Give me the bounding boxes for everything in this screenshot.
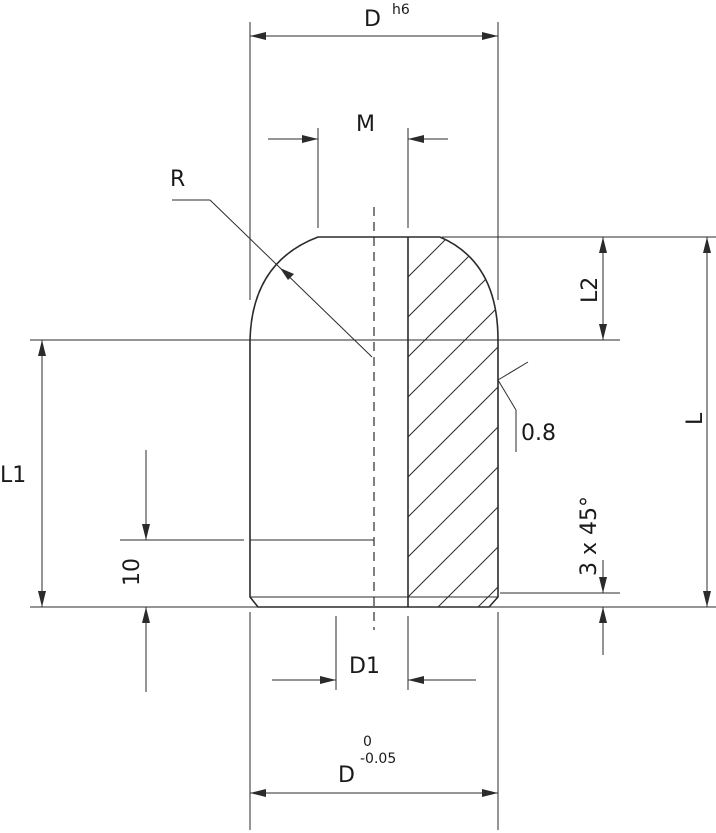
label-L1: L1	[0, 463, 26, 488]
label-D-top-tolerance: h6	[392, 2, 410, 18]
radius-leader	[172, 199, 373, 358]
section-hatching	[408, 237, 498, 607]
label-D1: D1	[349, 654, 380, 679]
label-D-top: D	[364, 7, 381, 32]
dimension-D1	[272, 676, 476, 684]
label-D-bottom-lower-tol: -0.05	[360, 751, 396, 767]
dimension-L	[703, 237, 711, 607]
dimension-chamfer	[599, 560, 607, 655]
dimension-M	[268, 135, 448, 143]
label-D-bottom-upper-tol: 0	[363, 734, 372, 750]
label-10: 10	[120, 558, 145, 586]
label-D-bottom: D	[338, 763, 355, 788]
dimension-L1	[38, 340, 46, 607]
label-roughness: 0.8	[521, 421, 556, 446]
dimension-D-top	[250, 32, 498, 40]
label-M: M	[356, 112, 375, 137]
label-L: L	[683, 412, 708, 425]
label-chamfer: 3 x 45°	[577, 496, 602, 576]
label-R: R	[170, 167, 185, 192]
roughness-leader	[497, 361, 529, 452]
extension-lines	[30, 22, 716, 830]
dimension-L2	[599, 237, 607, 340]
label-L2: L2	[578, 277, 603, 303]
dimension-D-bottom	[250, 789, 498, 797]
dimension-10	[142, 450, 150, 692]
